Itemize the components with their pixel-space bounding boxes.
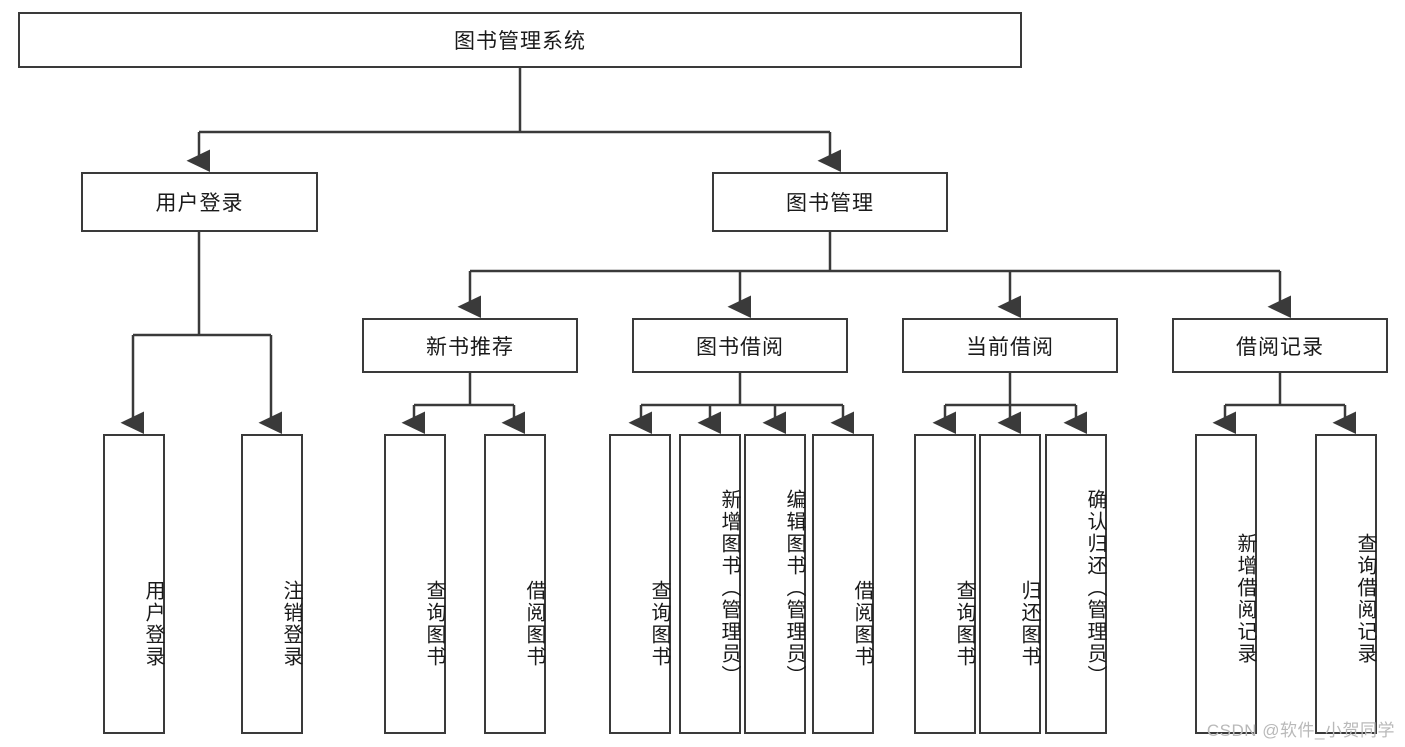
node-label: 图书管理 (786, 192, 874, 215)
leaf-return-book[interactable]: 归还图书 (979, 434, 1041, 734)
node-label: 图书管理系统 (454, 30, 586, 53)
node-current-borrow[interactable]: 当前借阅 (902, 318, 1118, 373)
leaf-add-book[interactable]: 新增图书（管理员） (679, 434, 741, 734)
node-user-login[interactable]: 用户登录 (81, 172, 318, 232)
node-label: 用户登录 (155, 192, 244, 215)
leaf-query-book-recommend[interactable]: 查询图书 (384, 434, 446, 734)
leaf-query-book-borrow[interactable]: 查询图书 (609, 434, 671, 734)
node-book-borrow[interactable]: 图书借阅 (632, 318, 848, 373)
leaf-borrow-book-borrow[interactable]: 借阅图书 (812, 434, 874, 734)
node-new-book-recommend[interactable]: 新书推荐 (362, 318, 578, 373)
node-label: 借阅图书 (523, 580, 545, 668)
node-label: 查询图书 (648, 580, 670, 668)
watermark-text: CSDN @软件_小贺同学 (1206, 721, 1395, 740)
leaf-add-borrow-record[interactable]: 新增借阅记录 (1195, 434, 1257, 734)
node-label: 查询借阅记录 (1354, 533, 1376, 665)
leaf-query-book-current[interactable]: 查询图书 (914, 434, 976, 734)
leaf-logout-login[interactable]: 注销登录 (241, 434, 303, 734)
leaf-user-login[interactable]: 用户登录 (103, 434, 165, 734)
node-label: 新增图书（管理员） (718, 489, 740, 687)
node-label: 图书借阅 (696, 335, 784, 359)
node-label: 新书推荐 (426, 335, 514, 359)
node-label: 借阅图书 (851, 580, 873, 668)
node-root-system[interactable]: 图书管理系统 (18, 12, 1022, 68)
node-label: 用户登录 (142, 580, 164, 668)
node-label: 编辑图书（管理员） (783, 489, 805, 687)
node-label: 注销登录 (280, 580, 302, 668)
leaf-edit-book[interactable]: 编辑图书（管理员） (744, 434, 806, 734)
node-book-manage[interactable]: 图书管理 (712, 172, 948, 232)
node-label: 新增借阅记录 (1234, 533, 1256, 665)
node-label: 当前借阅 (966, 335, 1054, 359)
leaf-query-borrow-record[interactable]: 查询借阅记录 (1315, 434, 1377, 734)
node-label: 查询图书 (953, 580, 975, 668)
node-label: 归还图书 (1018, 580, 1040, 668)
node-label: 确认归还（管理员） (1084, 489, 1106, 687)
node-label: 查询图书 (423, 580, 445, 668)
node-borrow-record[interactable]: 借阅记录 (1172, 318, 1388, 373)
leaf-confirm-return[interactable]: 确认归还（管理员） (1045, 434, 1107, 734)
node-label: 借阅记录 (1236, 335, 1324, 359)
leaf-borrow-book-recommend[interactable]: 借阅图书 (484, 434, 546, 734)
